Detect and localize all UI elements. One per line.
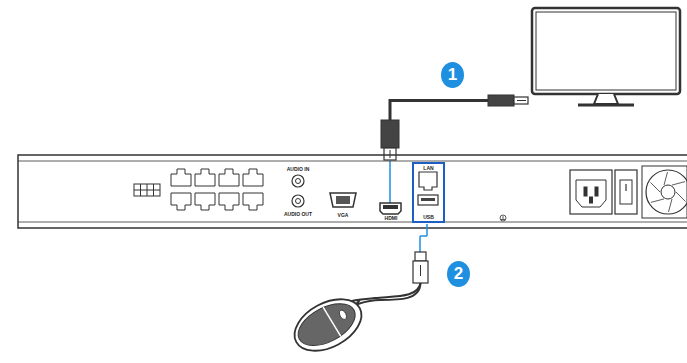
node-text: LAN bbox=[423, 165, 433, 171]
nvr-rear-panel bbox=[18, 155, 687, 228]
port-label: AUDIO IN bbox=[287, 166, 310, 172]
port-label: AUDIO OUT bbox=[284, 211, 312, 217]
monitor bbox=[532, 8, 680, 105]
hdmi-cable bbox=[381, 95, 528, 203]
usb-mouse bbox=[286, 224, 428, 361]
callout-number: 1 bbox=[441, 62, 464, 88]
node-text: 1 bbox=[448, 65, 457, 85]
port-label: HDMI bbox=[385, 215, 398, 221]
lan-usb-port-group: LAN USB bbox=[412, 162, 445, 223]
port-label: VGA bbox=[338, 212, 349, 218]
node-text: USB bbox=[423, 214, 434, 220]
callout-number: 2 bbox=[447, 261, 470, 287]
node-text: 2 bbox=[454, 264, 463, 284]
